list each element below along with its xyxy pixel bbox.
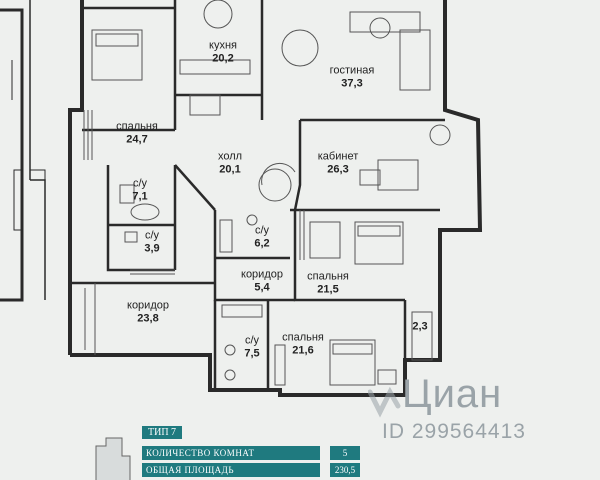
room-bath2-area: 3,9 [144,242,160,254]
room-bedroom2: спальня 21,5 [307,270,349,295]
room-study-area: 26,3 [327,163,349,175]
room-bath4-name: с/у [244,334,260,347]
room-corridor2: коридор 23,8 [127,299,169,324]
room-kitchen-name: кухня [209,39,237,52]
room-bedroom3-area: 21,6 [292,344,314,356]
room-bath3-name: с/у [254,224,270,237]
room-corridor2-area: 23,8 [137,312,159,324]
room-storage: 2,3 [412,321,427,334]
legend-rooms-row: КОЛИЧЕСТВО КОМНАТ 5 [142,446,360,460]
room-bath2-name: с/у [144,229,160,242]
room-bath1-area: 7,1 [132,190,148,202]
building-thumbnail-icon [95,437,131,480]
furniture [83,0,451,386]
room-corridor1: коридор 5,4 [241,268,283,293]
room-bedroom1-name: спальня [116,120,158,133]
legend-rooms-label: КОЛИЧЕСТВО КОМНАТ [142,446,320,460]
cian-watermark-icon [368,386,401,418]
room-bedroom3-name: спальня [282,331,324,344]
legend-area-label: ОБЩАЯ ПЛОЩАДЬ [142,463,320,477]
room-kitchen: кухня 20,2 [209,39,237,64]
room-bedroom3: спальня 21,6 [282,331,324,356]
room-bedroom2-name: спальня [307,270,349,283]
room-study: кабинет 26,3 [318,150,358,175]
room-bath1: с/у 7,1 [132,177,147,202]
watermark-brand: Циан [402,372,503,416]
room-living-name: гостиная [329,64,375,77]
legend-rooms-value: 5 [330,446,360,460]
room-bath2: с/у 3,9 [144,229,159,254]
room-kitchen-area: 20,2 [212,52,234,64]
room-corridor2-name: коридор [127,299,169,312]
room-bath4-area: 7,5 [244,347,260,359]
room-hall-name: холл [217,150,243,163]
legend-title: ТИП 7 [142,426,183,439]
room-storage-area: 2,3 [412,320,428,333]
room-corridor1-area: 5,4 [254,281,270,293]
room-bath3-area: 6,2 [254,237,270,249]
room-study-name: кабинет [317,150,359,163]
left-building-walls [0,0,46,302]
room-corridor1-name: коридор [241,268,283,281]
room-bedroom1: спальня 24,7 [116,120,158,145]
room-bath3: с/у 6,2 [254,224,269,249]
legend-area-value: 230,5 [330,463,360,477]
room-hall: холл 20,1 [218,150,242,175]
watermark-id: ID 299564413 [382,420,526,443]
legend-area-row: ОБЩАЯ ПЛОЩАДЬ 230,5 [142,463,360,477]
room-bath4: с/у 7,5 [244,334,259,359]
room-living-area: 37,3 [341,77,363,89]
room-living: гостиная 37,3 [330,64,375,89]
room-bath1-name: с/у [132,177,148,190]
inner-walls [70,0,445,395]
room-hall-area: 20,1 [219,163,241,175]
room-bedroom2-area: 21,5 [317,283,339,295]
room-bedroom1-area: 24,7 [126,133,148,145]
